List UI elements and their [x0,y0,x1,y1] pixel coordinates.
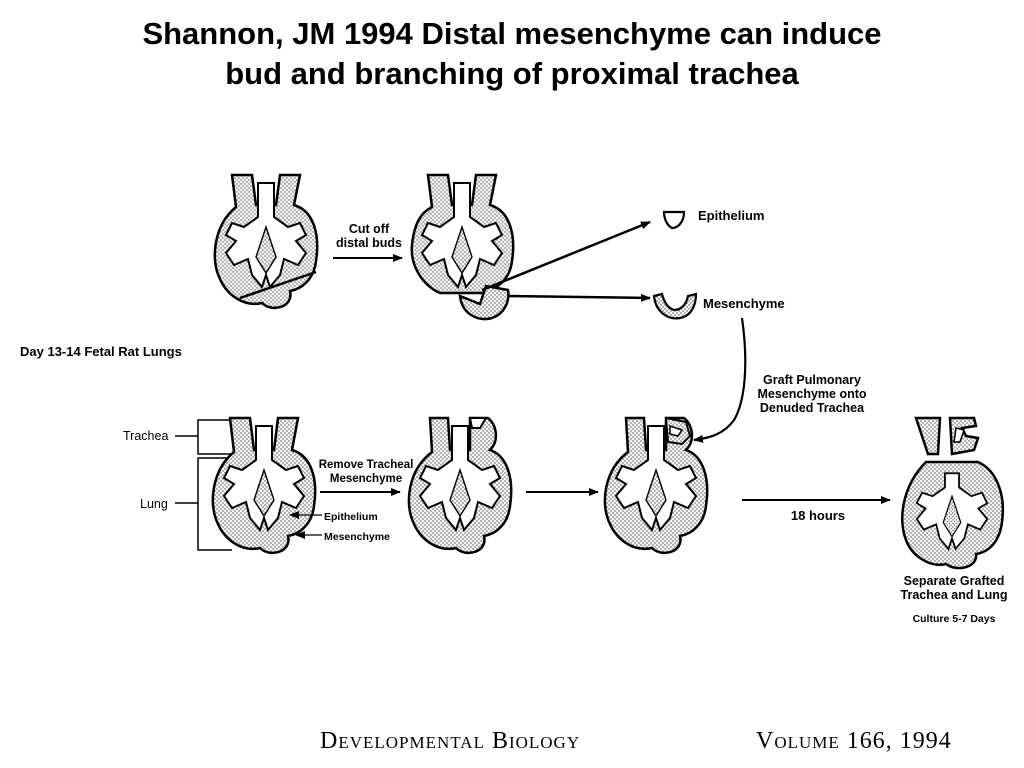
footer-journal: Developmental Biology [320,728,581,754]
title-line-1: Shannon, JM 1994 Distal mesenchyme can i… [142,16,882,51]
label-18-hours: 18 hours [790,508,846,523]
label-graft-line-2: Mesenchyme onto [757,387,867,401]
title-line-2: bud and branching of proximal trachea [225,56,799,91]
lung-separated [901,460,1005,570]
label-lung: Lung [140,497,168,511]
lung-denuded [407,416,513,555]
footer-volume: Volume 166, 1994 [756,728,952,754]
label-remove-line-2: Mesenchyme [329,473,403,485]
label-separate: Separate Grafted Trachea and Lung [884,574,1024,602]
label-cut-off-line-1: Cut off [348,222,390,236]
label-graft-line-1: Graft Pulmonary [763,373,861,387]
mesenchyme-piece [652,292,698,320]
label-cut-off-line-2: distal buds [336,236,402,250]
label-separate-line-1: Separate Grafted [903,574,1005,588]
lung-labeled [211,416,317,555]
label-epithelium-top: Epithelium [698,208,765,223]
slide-title: Shannon, JM 1994 Distal mesenchyme can i… [0,14,1024,94]
arrow-graft [693,317,747,443]
label-remove-tracheal: Remove Tracheal Mesenchyme [306,458,426,486]
label-graft: Graft Pulmonary Mesenchyme onto Denuded … [742,373,882,415]
grafted-trachea-separated [914,416,980,456]
label-mesenchyme-bottom: Mesenchyme [324,531,390,543]
label-graft-line-3: Denuded Trachea [759,401,865,415]
label-remove-line-1: Remove Tracheal [318,459,414,471]
arrow-to-mesenchyme [507,293,651,302]
label-cut-off: Cut off distal buds [330,222,408,250]
distal-bud-piece [458,284,510,321]
label-separate-line-2: Trachea and Lung [900,588,1008,602]
label-trachea: Trachea [123,429,169,443]
label-mesenchyme-top: Mesenchyme [703,296,785,311]
trachea-bracket [175,419,232,455]
label-epithelium-bottom: Epithelium [324,511,378,523]
epithelium-piece [662,210,686,230]
lung-intact-top [213,173,319,310]
lung-bracket [175,457,232,551]
label-fetal-rat-lungs: Day 13-14 Fetal Rat Lungs [20,344,182,359]
cut-line [239,270,317,300]
lung-cut-top [410,173,515,295]
arrow-to-epithelium [481,220,651,292]
label-culture: Culture 5-7 Days [912,613,996,625]
lung-grafted [603,416,709,555]
